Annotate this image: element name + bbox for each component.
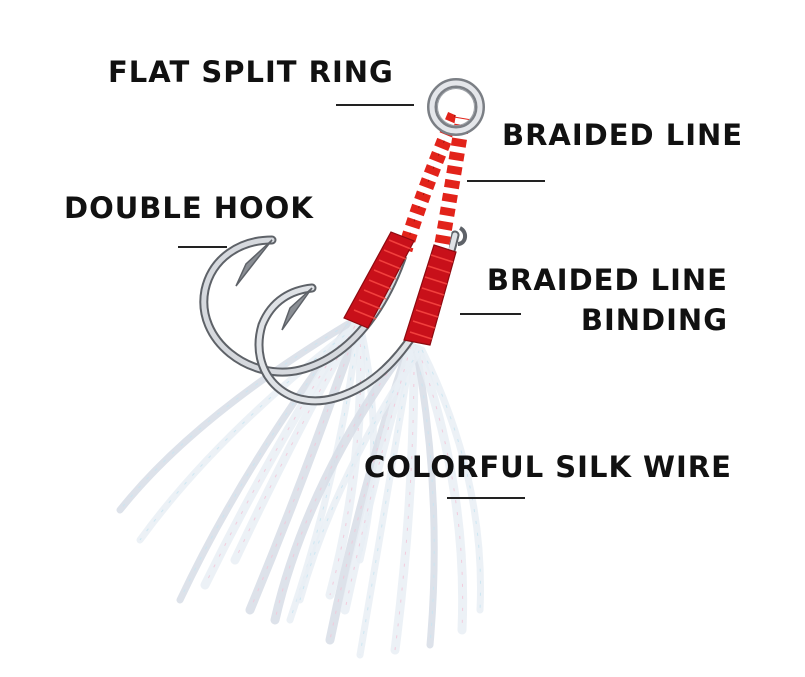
silk-wire-tassel <box>116 320 484 659</box>
silk-strand <box>340 341 416 615</box>
label-colorful-silk-wire: COLORFUL SILK WIRE <box>364 450 732 484</box>
label-braided-line-binding: BRAIDED LINE BINDING <box>460 260 728 340</box>
silk-strand <box>412 344 438 649</box>
leader-line-double-hook <box>178 246 227 248</box>
silk-strand <box>136 324 358 544</box>
silk-strand-sparkle <box>249 329 357 611</box>
silk-strand <box>390 343 419 655</box>
label-double-hook: DOUBLE HOOK <box>64 191 314 225</box>
leader-line-colorful-silk-wire <box>447 497 525 499</box>
silk-strand-sparkle <box>329 344 411 641</box>
silk-strand-sparkle <box>234 325 356 561</box>
leader-line-braided-line-binding <box>460 313 521 315</box>
silk-strand-sparkle <box>359 346 413 656</box>
label-braided-line-binding-line2: BINDING <box>580 303 728 337</box>
silk-strand <box>270 339 413 625</box>
flat-split-ring <box>427 78 485 136</box>
leader-line-braided-line <box>467 180 545 182</box>
silk-strand-sparkle <box>289 329 359 621</box>
label-braided-line: BRAIDED LINE <box>502 118 744 152</box>
braided-line-binding <box>343 231 457 346</box>
silk-strand-sparkle <box>417 348 464 631</box>
label-flat-split-ring: FLAT SPLIT RING <box>108 55 394 89</box>
leader-line-flat-split-ring <box>336 104 414 106</box>
label-braided-line-binding-line1: BRAIDED LINE <box>486 263 728 297</box>
silk-strand-sparkle <box>421 349 481 611</box>
silk-strand <box>116 320 352 514</box>
